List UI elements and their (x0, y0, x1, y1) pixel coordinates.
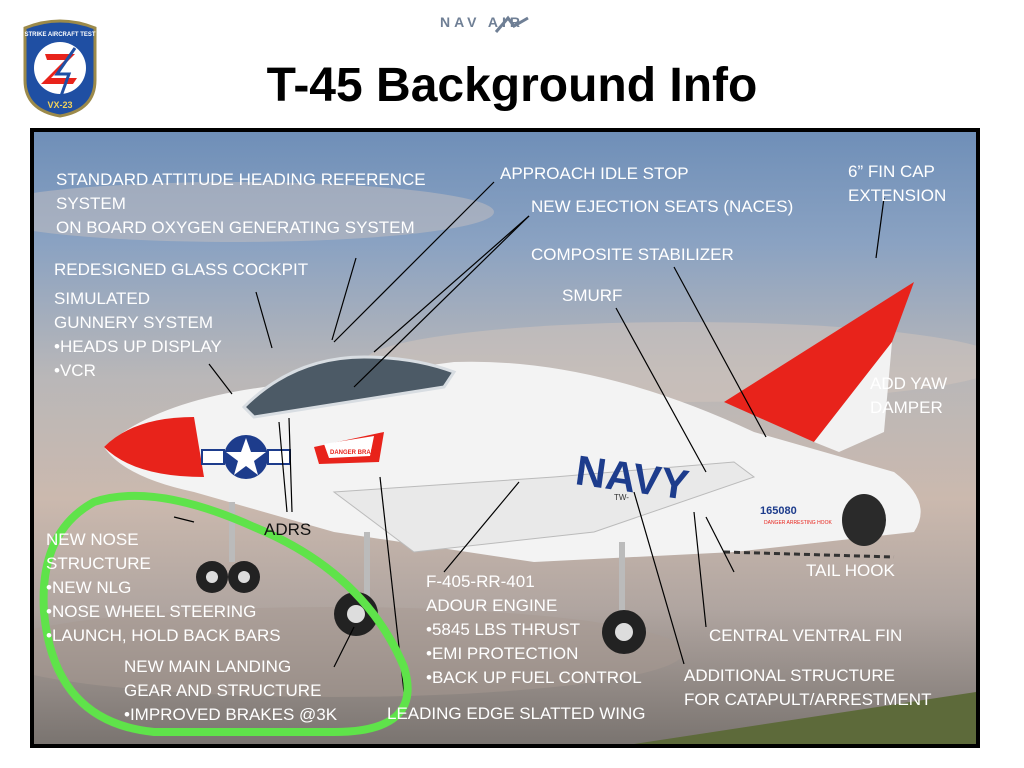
label-sahrs: STANDARD ATTITUDE HEADING REFERENCE SYST… (56, 170, 426, 237)
arresting-hook-marking: DANGER ARRESTING HOOK (764, 520, 832, 526)
navair-logo: NAV AIR (440, 14, 585, 36)
t45-aircraft-illustration: DANGER BRAKE NAVY TW- 165080 DANGER ARRE… (34, 181, 976, 744)
label-main-gear: NEW MAIN LANDING GEAR AND STRUCTURE •IMP… (124, 657, 338, 724)
danger-brake-marking: DANGER BRAKE (330, 450, 379, 456)
label-engine: F-405-RR-401 ADOUR ENGINE •5845 LBS THRU… (426, 572, 642, 687)
label-gunnery: SIMULATED GUNNERY SYSTEM •HEADS UP DISPL… (54, 289, 222, 380)
canopy (241, 355, 457, 419)
label-composite-stabilizer: COMPOSITE STABILIZER (531, 245, 734, 264)
label-additional-structure: ADDITIONAL STRUCTURE FOR CATAPULT/ARREST… (684, 666, 932, 709)
label-glass-cockpit: REDESIGNED GLASS COCKPIT (54, 260, 309, 279)
label-nose-structure: NEW NOSE STRUCTURE •NEW NLG •NOSE WHEEL … (46, 530, 281, 645)
nose-cone (104, 417, 204, 477)
tw-marking: TW- (614, 493, 629, 502)
vx23-squadron-logo: STRIKE AIRCRAFT TEST VX-23 (23, 19, 97, 118)
label-ejection-seats: NEW EJECTION SEATS (NACES) (531, 197, 794, 216)
squadron-logo-bottom-text: VX-23 (47, 100, 72, 110)
gear-highlight-loop (39, 491, 412, 736)
page-title: T-45 Background Info (266, 59, 758, 112)
navair-logo-text: NAV AIR (440, 14, 524, 30)
tail-fin (724, 282, 914, 442)
label-yaw-damper: ADD YAW DAMPER (870, 374, 948, 417)
label-smurf: SMURF (562, 286, 623, 305)
aircraft-photo-frame: DANGER BRAKE NAVY TW- 165080 DANGER ARRE… (30, 128, 980, 748)
wing (332, 461, 756, 553)
label-ventral-fin: CENTRAL VENTRAL FIN (709, 626, 903, 645)
bureau-number-marking: 165080 (760, 505, 797, 517)
label-fin-cap: 6” FIN CAP EXTENSION (848, 162, 947, 205)
navair-swoosh-icon (494, 15, 529, 33)
label-approach-idle-stop: APPROACH IDLE STOP (500, 164, 689, 183)
label-tail-hook: TAIL HOOK (806, 561, 895, 580)
callout-lines (173, 181, 885, 693)
label-adrs: ADRS (264, 520, 312, 539)
fuselage (104, 361, 921, 562)
label-slatted-wing: LEADING EDGE SLATTED WING (387, 704, 646, 723)
aircraft-photo: DANGER BRAKE NAVY TW- 165080 DANGER ARRE… (34, 132, 976, 744)
squadron-logo-top-text: STRIKE AIRCRAFT TEST (24, 32, 95, 38)
